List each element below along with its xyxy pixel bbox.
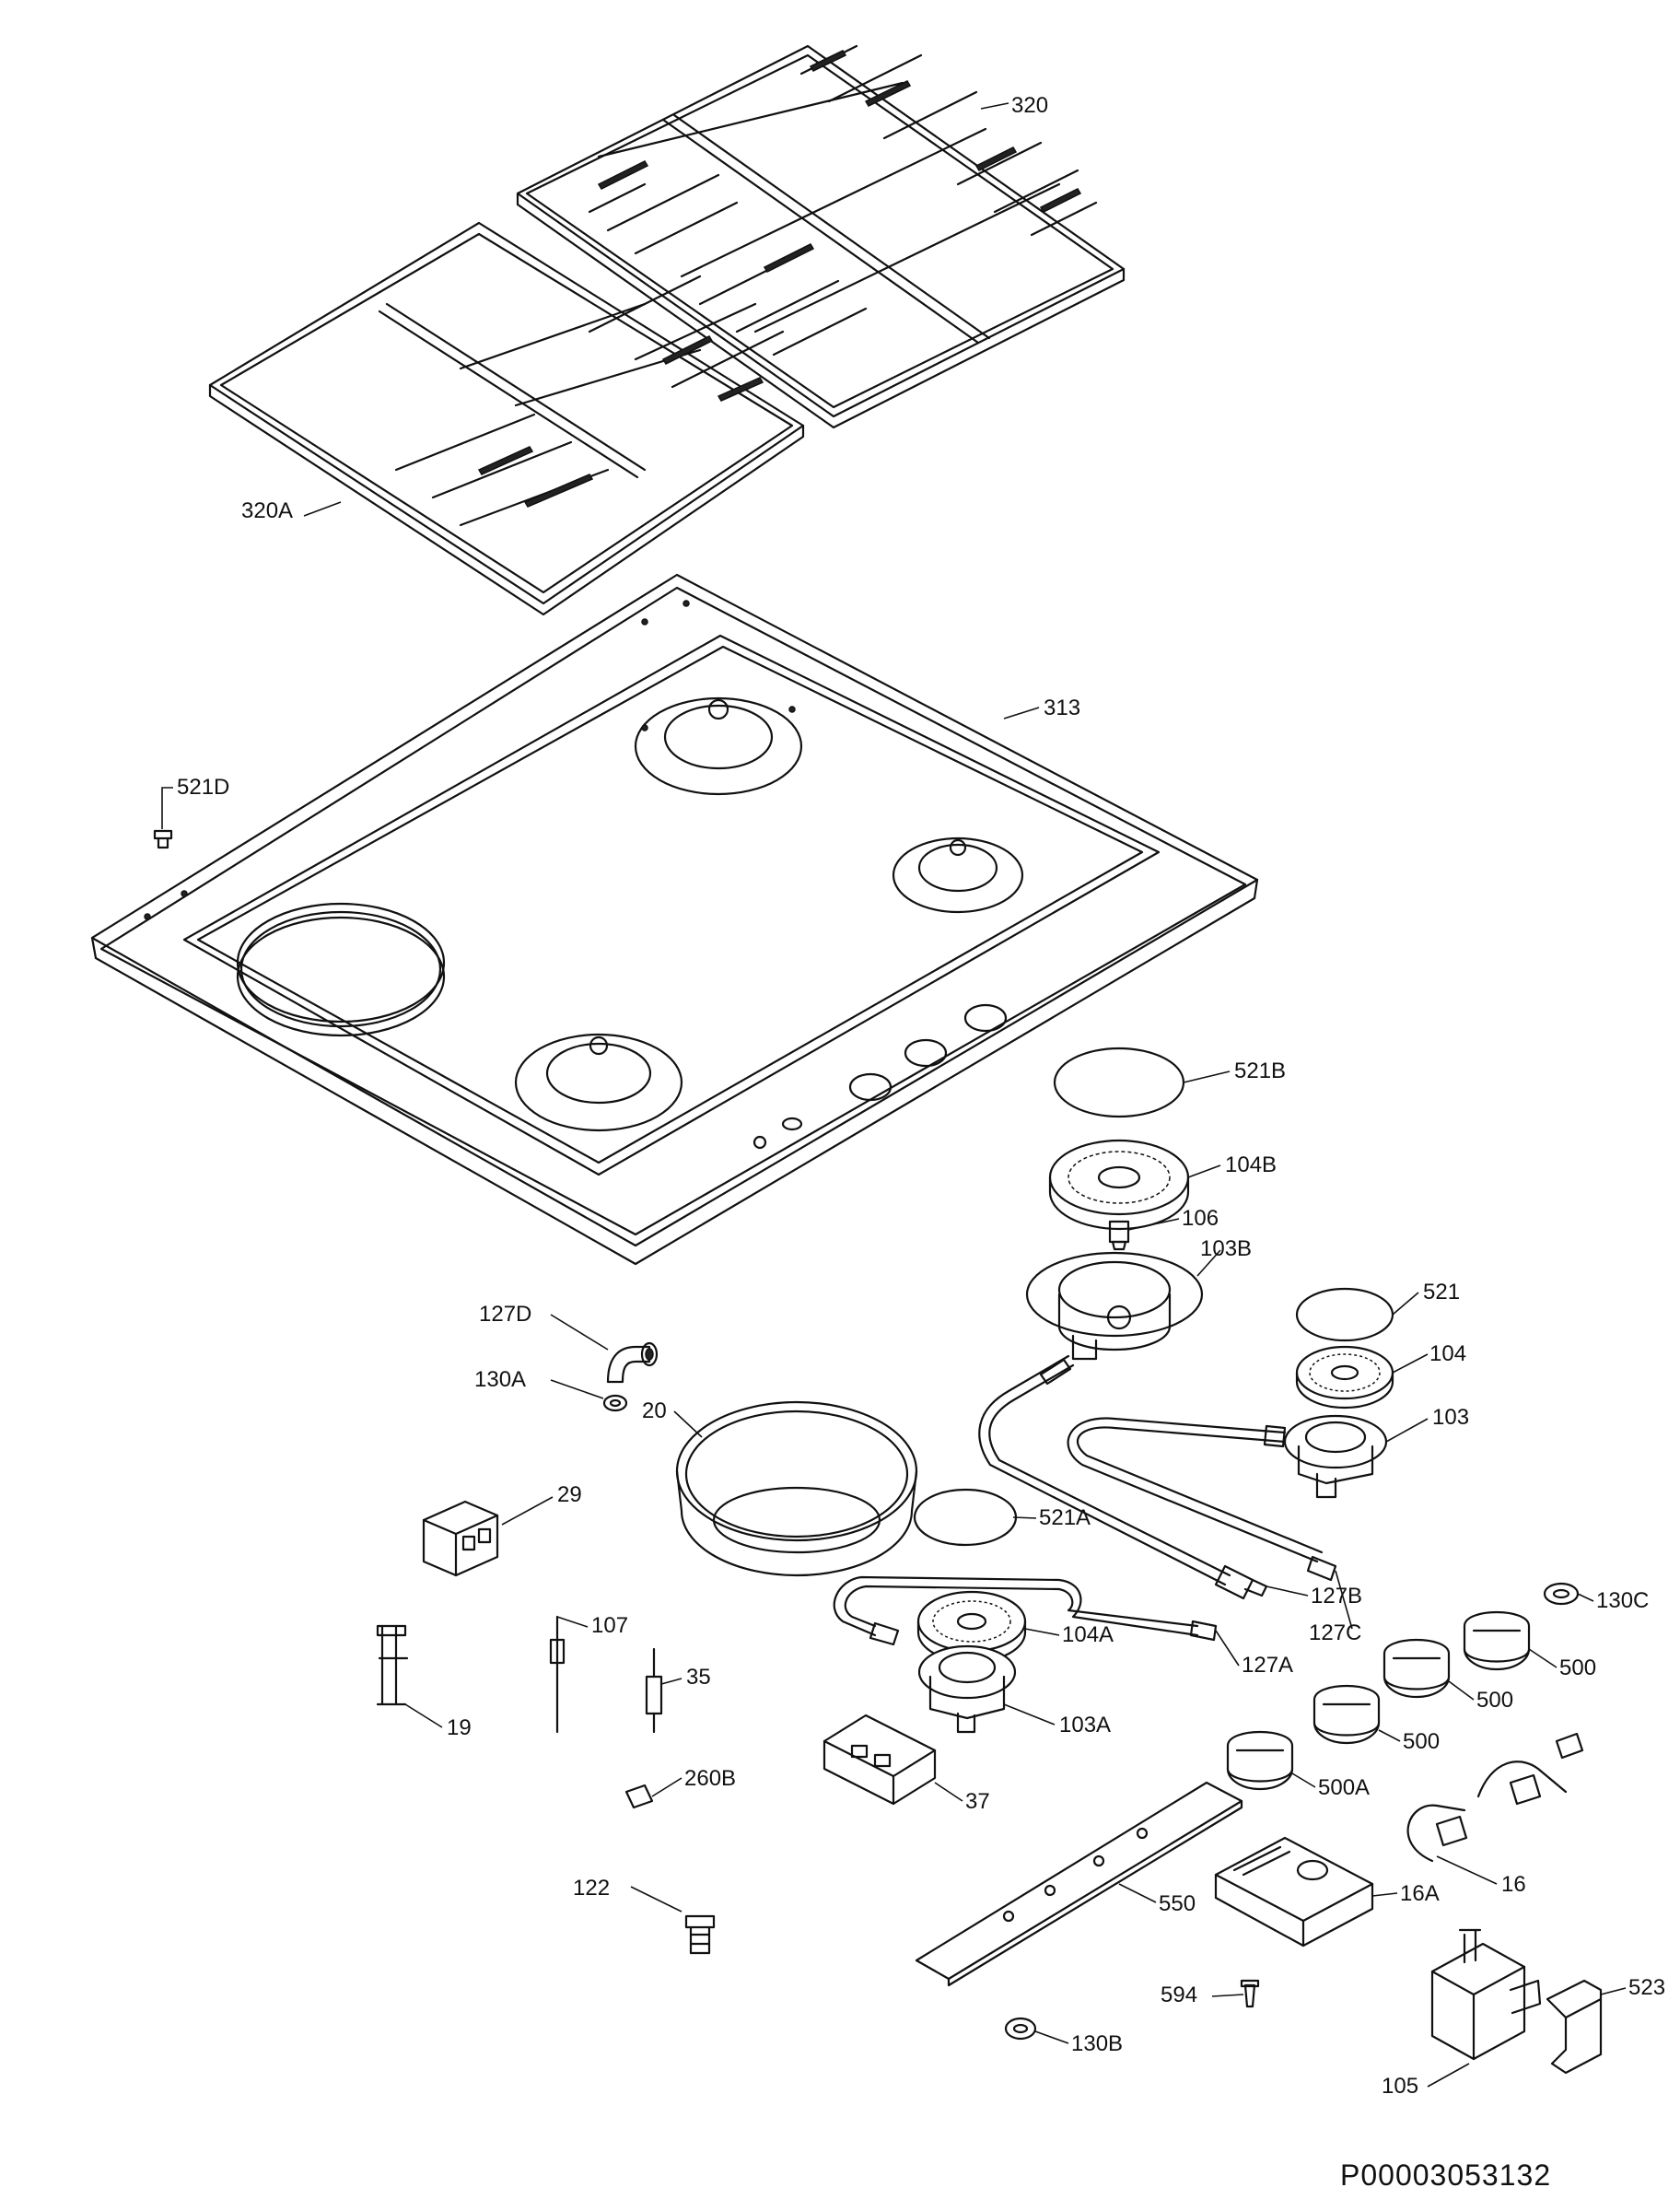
label-500-2: 500 [1476, 1688, 1513, 1713]
label-103a: 103A [1059, 1713, 1111, 1737]
label-127b: 127B [1311, 1584, 1362, 1609]
ring-130c [1543, 1582, 1580, 1606]
knob-500-front [1312, 1685, 1381, 1745]
label-130a: 130A [474, 1367, 526, 1392]
spark-plug-35 [645, 1647, 663, 1734]
knob-500-rear [1463, 1611, 1531, 1671]
clip-19 [376, 1624, 409, 1706]
label-260b: 260B [684, 1766, 736, 1791]
burner-body-103 [1283, 1414, 1388, 1499]
label-313: 313 [1044, 696, 1080, 720]
wiring-harness-16 [1406, 1732, 1584, 1863]
grommet-122 [684, 1914, 716, 1955]
bracket-523 [1546, 1979, 1603, 2075]
label-104a: 104A [1062, 1622, 1114, 1647]
label-19: 19 [447, 1715, 472, 1740]
burner-cap-521a [913, 1488, 1018, 1547]
label-521: 521 [1423, 1280, 1460, 1304]
label-104: 104 [1429, 1341, 1466, 1366]
burner-body-103a [917, 1644, 1017, 1734]
label-16a: 16A [1400, 1881, 1440, 1906]
burner-cap-521 [1295, 1287, 1394, 1342]
knob-500-mid [1382, 1639, 1451, 1699]
screw-521d [153, 829, 173, 849]
part-labels: 320 320A 313 521D 521B 104B 106 103B 521… [177, 93, 1665, 2099]
label-127a: 127A [1242, 1653, 1293, 1678]
knob-500a [1226, 1731, 1294, 1791]
hotplate-20 [675, 1400, 918, 1577]
seal-130a [602, 1394, 628, 1412]
elbow-127d [606, 1341, 659, 1384]
label-29: 29 [557, 1482, 582, 1507]
clip-260b [624, 1784, 654, 1809]
burner-cap-521b [1053, 1047, 1185, 1118]
label-320a: 320A [241, 498, 293, 523]
label-130c: 130C [1596, 1588, 1649, 1613]
gas-pipe-127c [1067, 1417, 1337, 1582]
label-103b: 103B [1200, 1236, 1252, 1261]
label-127d: 127D [479, 1302, 531, 1327]
label-35: 35 [686, 1665, 711, 1690]
label-521b: 521B [1234, 1059, 1286, 1083]
burner-crown-104b [1048, 1139, 1190, 1231]
label-594: 594 [1161, 1983, 1197, 2007]
burner-body-103b [1025, 1251, 1204, 1361]
label-20: 20 [642, 1398, 667, 1423]
label-500-3: 500 [1403, 1729, 1440, 1754]
label-500-1: 500 [1559, 1655, 1596, 1680]
label-500a: 500A [1318, 1775, 1370, 1800]
terminal-block-29 [422, 1500, 499, 1577]
label-103: 103 [1432, 1405, 1469, 1430]
ignition-generator-37 [822, 1714, 937, 1806]
label-521a: 521A [1039, 1505, 1091, 1530]
control-module-16a [1214, 1836, 1374, 1948]
label-550: 550 [1159, 1891, 1196, 1916]
injector-106 [1108, 1220, 1130, 1251]
label-127c: 127C [1309, 1620, 1361, 1645]
thermocouple-107 [549, 1615, 566, 1734]
label-106: 106 [1182, 1206, 1219, 1231]
label-122: 122 [573, 1876, 610, 1901]
seal-130b [1004, 2017, 1037, 2041]
front-strip-550 [915, 1781, 1243, 1987]
label-104b: 104B [1225, 1152, 1277, 1177]
pan-support-320a [208, 221, 805, 616]
label-16: 16 [1501, 1872, 1526, 1897]
gas-pipe-127a [833, 1575, 1218, 1646]
hob-top-313 [90, 573, 1259, 1266]
label-105: 105 [1382, 2074, 1418, 2099]
pan-support-320 [516, 44, 1126, 429]
gas-valve-105 [1430, 1928, 1542, 2061]
label-37: 37 [965, 1789, 990, 1814]
label-320: 320 [1011, 93, 1048, 118]
pin-594 [1240, 1979, 1260, 2008]
gas-pipe-127b [978, 1354, 1268, 1600]
label-523: 523 [1628, 1975, 1665, 2000]
leader-lines [161, 102, 1627, 2088]
document-id: P00003053132 [1340, 2158, 1551, 2192]
label-130b: 130B [1071, 2031, 1123, 2056]
burner-crown-104 [1295, 1345, 1394, 1410]
label-521d: 521D [177, 775, 229, 800]
label-107: 107 [591, 1613, 628, 1638]
